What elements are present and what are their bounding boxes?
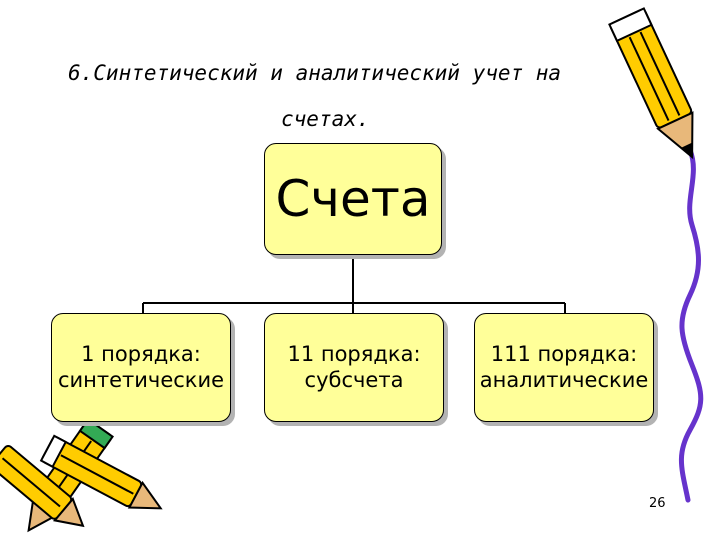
- child-2-line2: субсчета: [304, 367, 404, 392]
- child-2-line1: 11 порядка:: [287, 342, 421, 367]
- page-number: 26: [649, 496, 666, 511]
- child-1-line2: синтетические: [57, 367, 225, 392]
- child-3-line1: 111 порядка:: [490, 342, 638, 367]
- diagram-root-label: Счета: [275, 170, 431, 228]
- slide-title-line1: 6.Синтетический и аналитический учет на: [68, 61, 562, 85]
- child-3-line2: аналитические: [479, 367, 649, 392]
- diagram-child-box-1: 1 порядка: синтетические: [51, 313, 231, 422]
- diagram-child-box-2: 11 порядка: субсчета: [264, 313, 444, 422]
- diagram-root-box: Счета: [264, 143, 442, 255]
- diagram-child-box-3: 111 порядка: аналитические: [474, 313, 654, 422]
- child-1-line1: 1 порядка:: [81, 342, 201, 367]
- slide-title-line2: счетах.: [281, 107, 370, 131]
